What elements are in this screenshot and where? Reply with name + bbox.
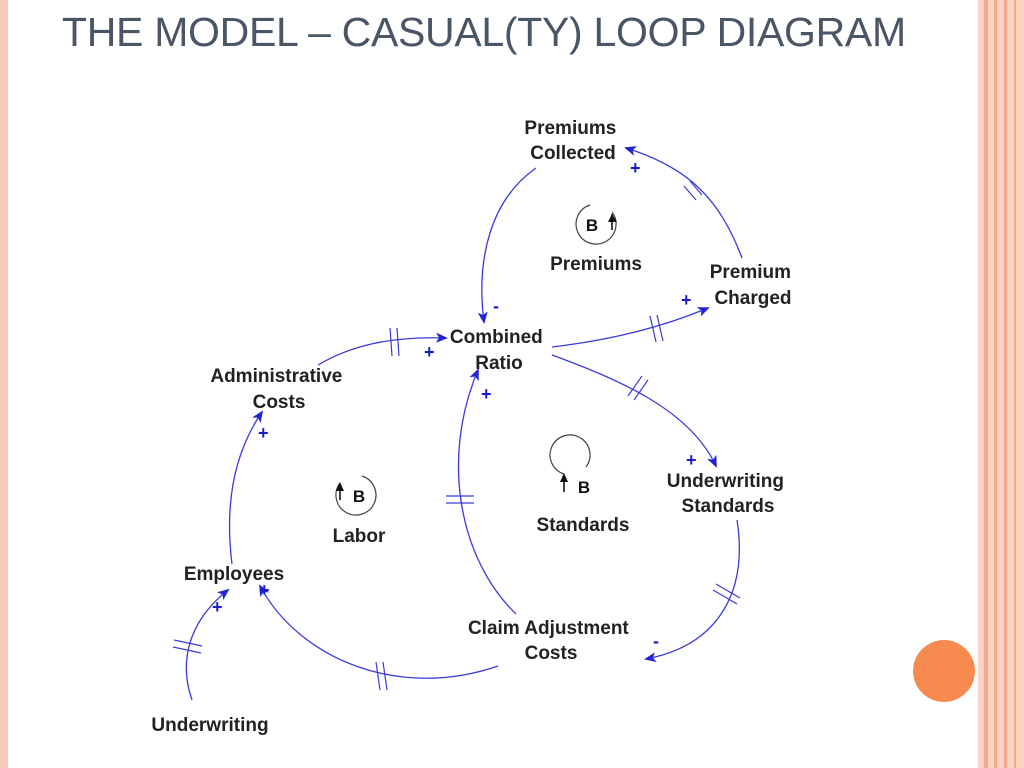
loop-standards-label: Standards — [537, 515, 630, 536]
loop-premiums-label: Premiums — [550, 254, 642, 275]
sign-combined-ratio-top: - — [493, 296, 499, 316]
link-employees-to-administrative-costs — [228, 410, 264, 565]
loop-standards-symbol: B — [578, 478, 590, 497]
loop-labor-symbol: B — [353, 487, 365, 506]
decorative-circle — [913, 640, 975, 702]
sign-combined-ratio-bottom: + — [481, 384, 492, 404]
loop-standards: B Standards — [537, 434, 630, 536]
link-underwriting-standards-to-claim-adjustment — [644, 519, 740, 663]
link-claim-adjustment-to-combined-ratio — [457, 368, 517, 615]
node-premiums-collected: Premiums Collected — [524, 118, 621, 164]
link-administrative-costs-to-combined-ratio — [317, 332, 448, 366]
link-premium-charged-to-premiums-collected — [624, 146, 743, 259]
node-combined-ratio: Combined Ratio — [450, 327, 548, 374]
link-underwriting-to-employees — [185, 588, 230, 701]
node-employees: Employees — [184, 564, 284, 585]
sign-employees-right: + — [259, 580, 270, 600]
node-premium-charged: Premium Charged — [710, 262, 797, 309]
link-premiums-collected-to-combined-ratio — [477, 167, 537, 324]
link-claim-adjustment-to-employees — [259, 584, 499, 679]
loop-labor-label: Labor — [333, 526, 386, 547]
node-claim-adjustment-costs: Claim Adjustment Costs — [468, 618, 634, 664]
right-border — [978, 0, 1024, 768]
slide-title: THE MODEL – CASUAL(TY) LOOP DIAGRAM — [62, 9, 906, 55]
delay-marks — [172, 180, 741, 691]
sign-premiums-collected: + — [630, 158, 641, 178]
loop-premiums-symbol: B — [586, 216, 598, 235]
sign-claim-adjustment: - — [653, 631, 659, 651]
sign-employees-left: + — [212, 597, 223, 617]
sign-administrative-costs: + — [258, 423, 269, 443]
sign-underwriting-standards: + — [686, 450, 697, 470]
link-combined-ratio-to-underwriting-standards — [551, 354, 717, 468]
sign-premium-charged: + — [681, 290, 692, 310]
sign-combined-ratio-left: + — [424, 342, 435, 362]
link-combined-ratio-to-premium-charged — [551, 307, 710, 348]
loop-premiums: B Premiums — [550, 204, 642, 275]
left-border — [0, 0, 8, 768]
loop-labor: B Labor — [333, 475, 386, 547]
node-underwriting-standards: Underwriting Standards — [667, 471, 789, 517]
node-underwriting: Underwriting — [151, 715, 268, 736]
node-administrative-costs: Administrative Costs — [210, 366, 347, 413]
